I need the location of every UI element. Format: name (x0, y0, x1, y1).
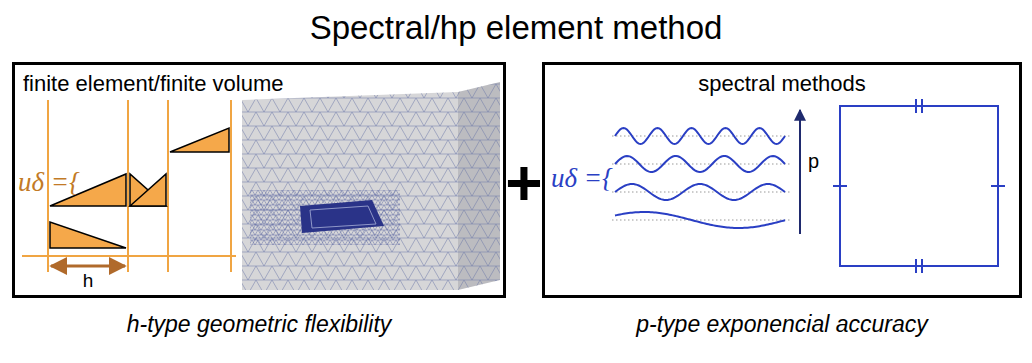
title: Spectral/hp element method (310, 10, 723, 46)
panel-caption: p-type exponencial accuracy (636, 311, 928, 337)
panel-caption: h-type geometric flexibility (127, 311, 392, 337)
function-symbol: uδ ={ (551, 164, 613, 194)
method-panel: finite element/finite volumeh-type geome… (12, 62, 506, 298)
panel-heading: spectral methods (698, 71, 866, 96)
p-label: p (808, 150, 819, 172)
mesh-picture (242, 82, 500, 290)
method-panel: spectral methodsp-type exponencial accur… (542, 62, 1022, 298)
order-arrow (799, 110, 801, 234)
h-label: h (83, 271, 94, 292)
function-symbol: uδ ={ (18, 168, 80, 198)
panel-heading: finite element/finite volume (23, 71, 283, 96)
spectral-element-square (833, 99, 1005, 273)
basis-waves (612, 128, 790, 228)
plus-sign: + (505, 148, 542, 218)
